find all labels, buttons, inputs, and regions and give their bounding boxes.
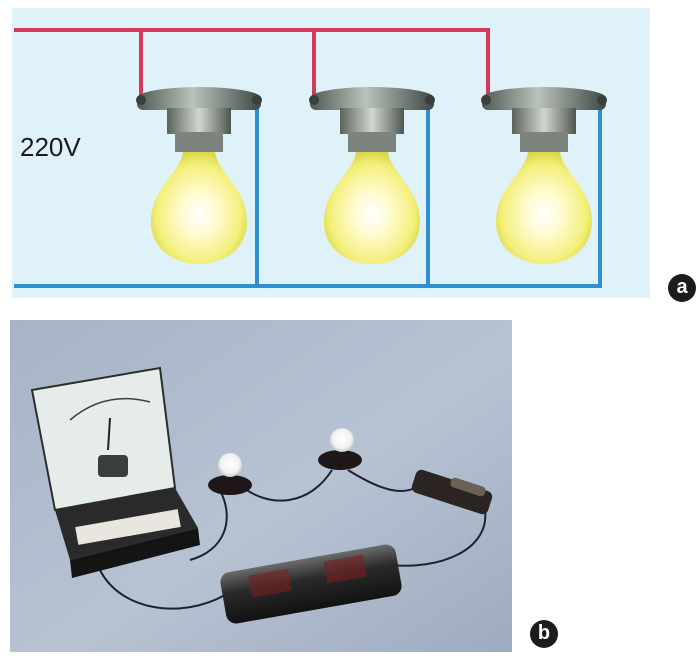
voltage-label: 220V bbox=[20, 132, 81, 162]
phase-wire bbox=[14, 28, 490, 104]
light-bulb bbox=[136, 87, 262, 264]
circuit-diagram-svg bbox=[14, 28, 607, 288]
series-circuit-photo bbox=[10, 320, 512, 652]
battery bbox=[220, 544, 402, 624]
panel-label-a: a bbox=[668, 274, 696, 302]
lamp-right bbox=[318, 428, 362, 470]
ammeter bbox=[30, 366, 200, 578]
panel-label-b: b bbox=[530, 620, 558, 648]
lamp-left bbox=[208, 453, 252, 495]
switch bbox=[411, 469, 493, 515]
neutral-wire bbox=[14, 100, 602, 288]
light-bulb bbox=[481, 87, 607, 264]
light-bulb bbox=[309, 87, 435, 264]
